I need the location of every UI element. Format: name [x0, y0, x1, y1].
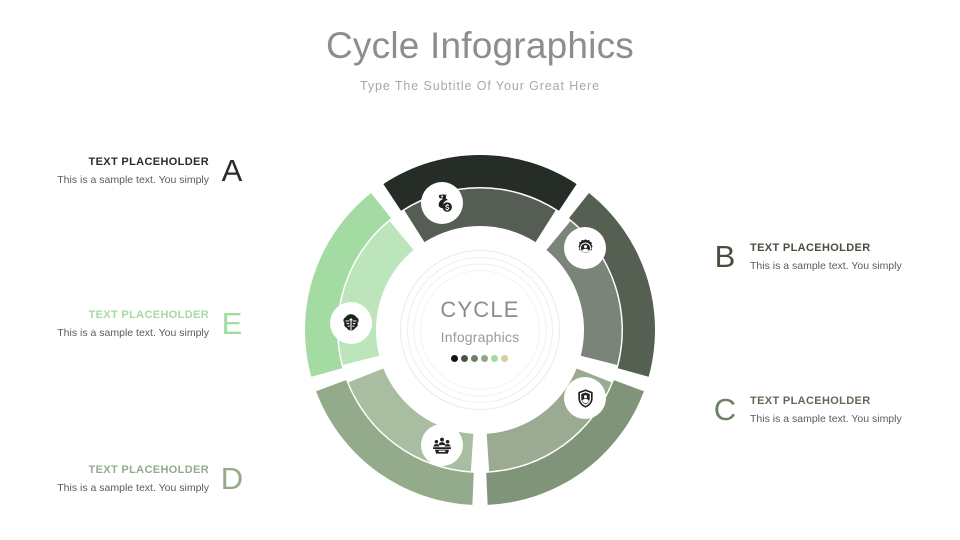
hub-subtitle: Infographics [440, 328, 520, 345]
hub-title: CYCLE [440, 296, 520, 322]
item-c-letter: C [713, 391, 737, 427]
hub-content: CYCLE Infographics [440, 296, 520, 362]
item-d[interactable]: TEXT PLACEHOLDER This is a sample text. … [25, 460, 245, 496]
item-e-title: TEXT PLACEHOLDER [88, 309, 209, 321]
item-b-letter: B [714, 238, 736, 274]
segment-d-outer[interactable] [316, 380, 474, 505]
item-c[interactable]: C TEXT PLACEHOLDER This is a sample text… [712, 391, 942, 427]
item-d-title: TEXT PLACEHOLDER [88, 464, 209, 476]
item-e-desc: This is a sample text. You simply [57, 327, 209, 339]
item-d-text: TEXT PLACEHOLDER This is a sample text. … [25, 460, 219, 496]
item-c-title: TEXT PLACEHOLDER [750, 395, 871, 407]
team-table-icon [433, 437, 451, 454]
badge-b[interactable] [564, 227, 606, 269]
hub-dot-4 [481, 354, 489, 362]
badge-e[interactable] [330, 302, 372, 344]
item-a[interactable]: TEXT PLACEHOLDER This is a sample text. … [25, 152, 245, 188]
hub-dot-1 [451, 354, 459, 362]
item-b-desc: This is a sample text. You simply [750, 260, 902, 272]
badge-a[interactable] [421, 182, 463, 224]
money-bag-icon [438, 193, 452, 212]
item-b[interactable]: B TEXT PLACEHOLDER This is a sample text… [712, 238, 942, 274]
hub-dot-3 [471, 354, 479, 362]
item-a-letter: A [221, 152, 243, 188]
hub-dot-6 [501, 354, 509, 362]
badge-c[interactable] [564, 377, 606, 419]
item-a-title: TEXT PLACEHOLDER [88, 156, 209, 168]
item-a-desc: This is a sample text. You simply [57, 174, 209, 186]
segment-c-outer[interactable] [486, 380, 644, 505]
hub-dot-5 [491, 354, 499, 362]
shield-person-icon [577, 388, 593, 408]
badge-d[interactable] [421, 424, 463, 466]
segment-e-outer[interactable] [304, 193, 391, 377]
item-a-text: TEXT PLACEHOLDER This is a sample text. … [25, 152, 219, 188]
segment-a-outer[interactable] [383, 154, 577, 211]
item-b-text: TEXT PLACEHOLDER This is a sample text. … [738, 238, 942, 274]
cycle-wheel: CYCLE Infographics [302, 152, 658, 508]
hub-dot-2 [461, 354, 469, 362]
item-c-text: TEXT PLACEHOLDER This is a sample text. … [738, 391, 942, 427]
item-c-desc: This is a sample text. You simply [750, 413, 902, 425]
cycle-hub: CYCLE Infographics [400, 250, 560, 410]
page-subtitle: Type The Subtitle Of Your Great Here [360, 78, 600, 93]
page-title: Cycle Infographics [326, 25, 634, 66]
item-e-text: TEXT PLACEHOLDER This is a sample text. … [25, 305, 219, 341]
item-b-title: TEXT PLACEHOLDER [750, 242, 871, 254]
item-e[interactable]: TEXT PLACEHOLDER This is a sample text. … [25, 305, 245, 341]
brain-gear-icon [343, 314, 359, 331]
item-e-letter: E [221, 305, 243, 341]
item-d-letter: D [220, 460, 244, 496]
item-d-desc: This is a sample text. You simply [57, 482, 209, 494]
page-header: Cycle Infographics Type The Subtitle Of … [0, 25, 960, 93]
gear-person-icon [577, 238, 593, 254]
hub-dots [440, 354, 519, 362]
